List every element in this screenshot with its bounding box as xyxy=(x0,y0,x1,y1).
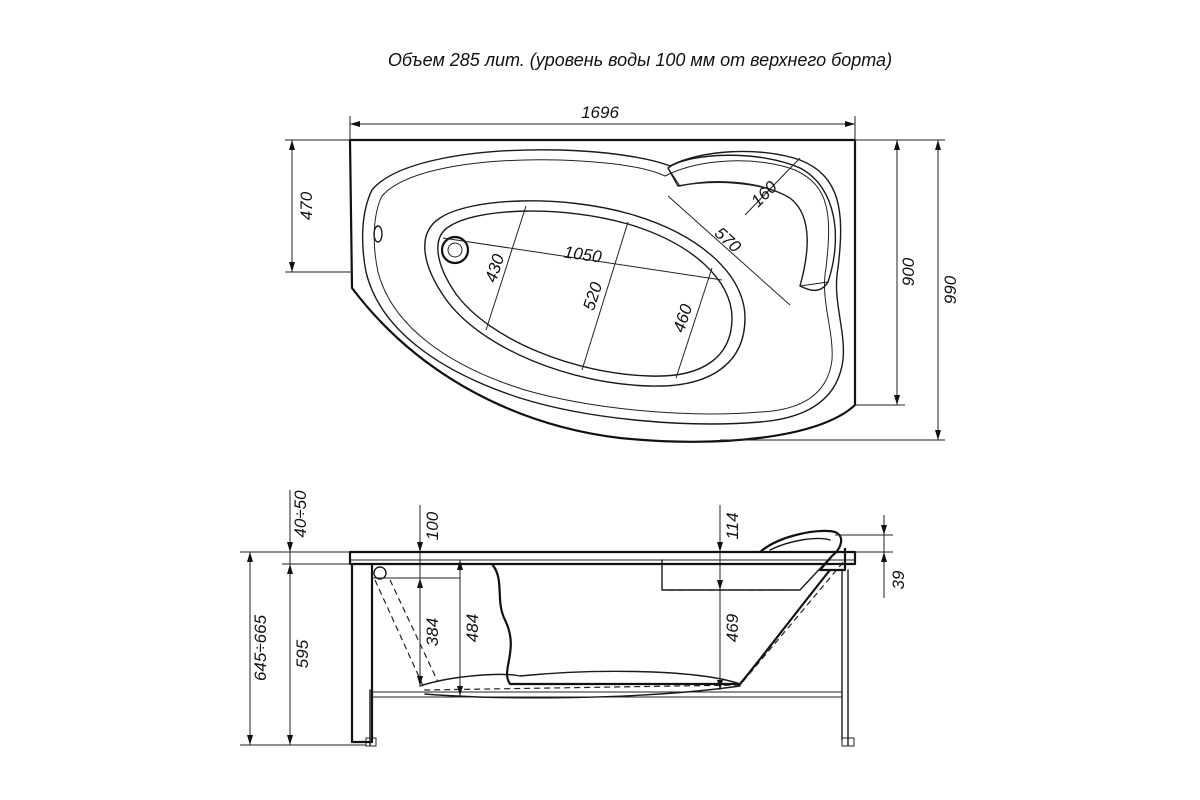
side-view: 645÷665 595 40÷50 100 384 484 114 xyxy=(240,490,908,747)
bowl-width-right-line xyxy=(675,267,713,379)
overflow-icon xyxy=(373,225,383,243)
dim-diagonal: 570 xyxy=(711,223,745,256)
dim-depth: 900 xyxy=(899,257,918,286)
bowl-length-line xyxy=(442,237,723,281)
dim-rim-height: 595 xyxy=(293,639,312,668)
diagonal-line xyxy=(667,195,791,306)
plan-inner-rim-2 xyxy=(373,159,833,415)
dim-water-offset: 100 xyxy=(423,511,442,540)
drain-icon xyxy=(440,235,470,265)
plan-headrest-inner xyxy=(679,181,808,287)
dim-bowl-width-mid: 520 xyxy=(579,279,606,312)
plan-outer-rim xyxy=(348,138,857,443)
plan-bowl-inner xyxy=(437,210,733,377)
plan-inner-rim xyxy=(361,149,845,425)
dim-left-depth: 470 xyxy=(297,191,316,220)
plan-bowl-outer xyxy=(424,200,746,387)
side-headrest xyxy=(759,529,847,572)
dim-bowl-length: 1050 xyxy=(563,243,604,267)
plan-headrest-edge2 xyxy=(799,281,829,287)
drawing-title: Объем 285 лит. (уровень воды 100 мм от в… xyxy=(388,50,892,70)
dim-headrest-height: 114 xyxy=(723,512,742,539)
bowl-section xyxy=(491,563,831,686)
dim-inner-depth-left: 384 xyxy=(423,618,442,646)
right-foot xyxy=(841,737,855,747)
dim-bowl-width-left: 430 xyxy=(481,251,508,284)
dim-overall-height: 645÷665 xyxy=(251,614,270,681)
plan-view: 1050 430 520 460 570 160 1696 470 900 99 xyxy=(285,103,960,443)
headrest-radius-line xyxy=(744,157,801,216)
dim-inner-depth: 484 xyxy=(463,614,482,642)
plan-headrest xyxy=(667,154,837,292)
plan-headrest-edge xyxy=(667,167,681,187)
dim-top-gap: 40÷50 xyxy=(291,490,310,538)
side-overflow-icon xyxy=(373,566,387,580)
dim-seat-depth: 469 xyxy=(723,613,742,642)
bowl-width-left-line xyxy=(485,205,527,331)
bowl-width-mid-line xyxy=(581,221,629,371)
side-front-panel xyxy=(350,564,374,744)
drain-inner-icon xyxy=(447,242,463,258)
dim-rim-thickness: 39 xyxy=(889,570,908,589)
dim-overall-length: 1696 xyxy=(581,103,619,122)
bowl-section-dashed xyxy=(374,559,846,691)
side-rim xyxy=(348,550,857,566)
left-foot xyxy=(365,737,377,747)
dim-overall-depth: 990 xyxy=(941,275,960,304)
